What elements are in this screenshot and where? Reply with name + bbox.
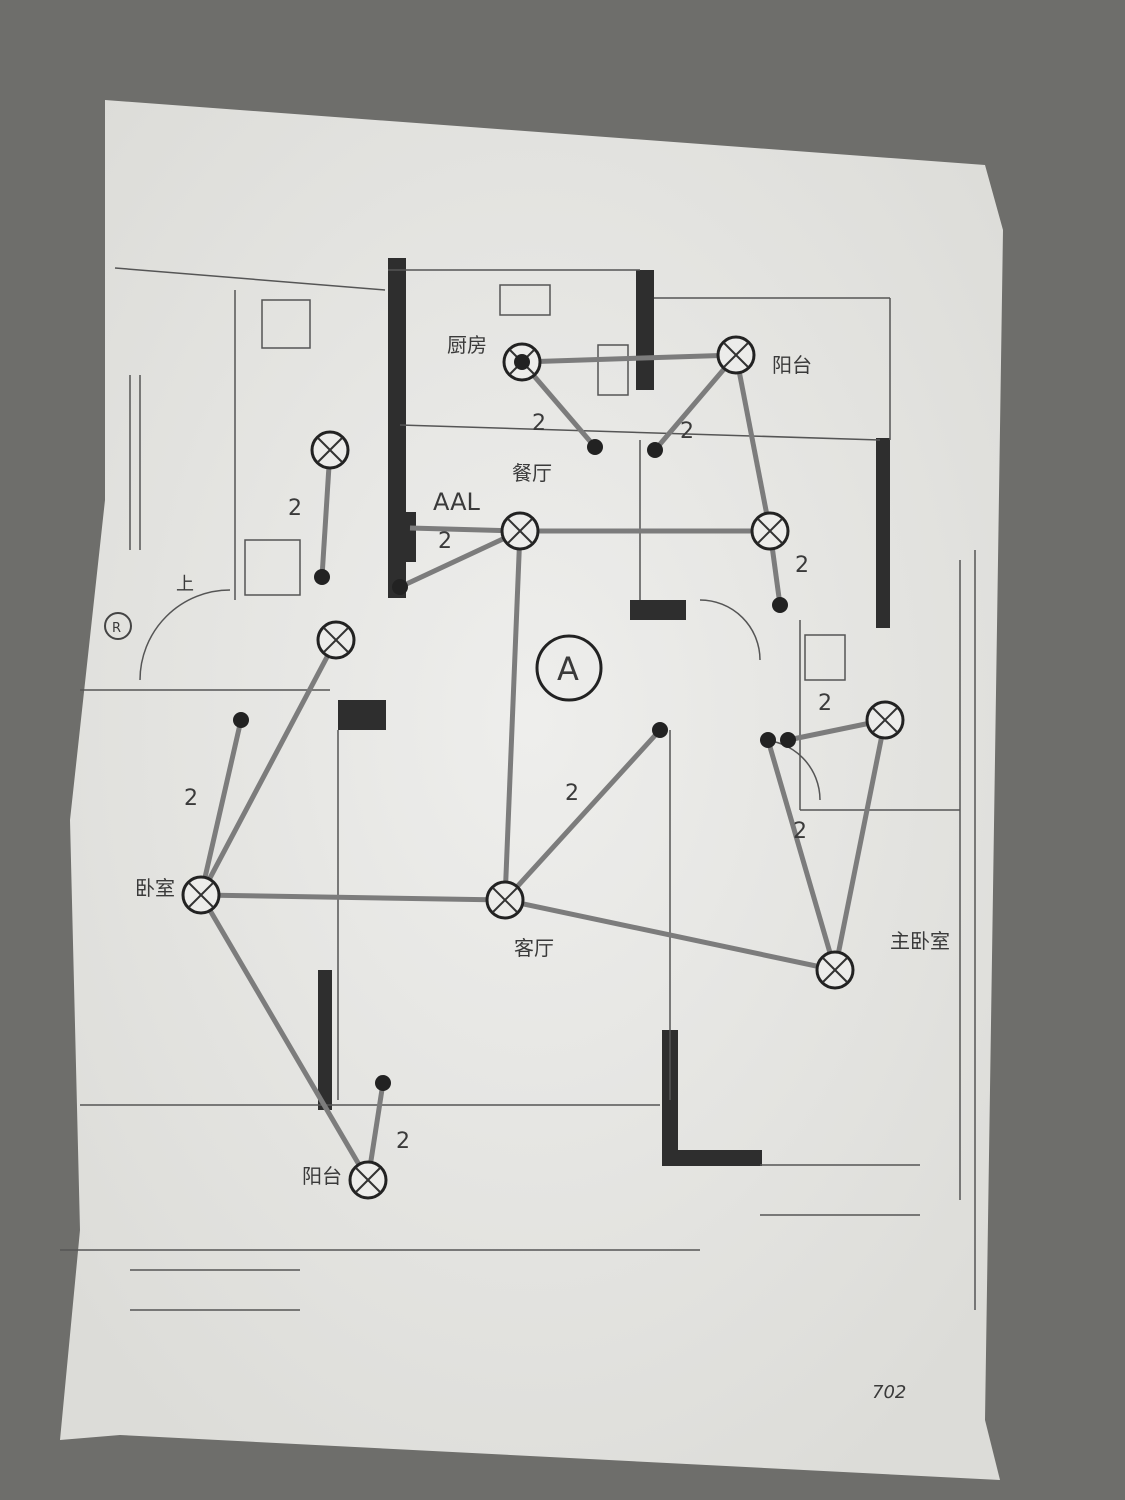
ceiling-light-icon [865, 700, 905, 740]
wire-count-label: 2 [680, 419, 694, 444]
ceiling-light-icon [310, 430, 350, 470]
switch-icon [652, 722, 668, 738]
unit-marker-circle [535, 634, 603, 702]
room-label-master-bedroom: 主卧室 [890, 929, 950, 953]
room-label-living: 客厅 [514, 936, 554, 960]
room-label-kitchen: 厨房 [447, 333, 487, 357]
wire-count-label: 2 [396, 1129, 410, 1154]
ceiling-light-icon [500, 511, 540, 551]
wire-count-label: 2 [438, 529, 452, 554]
ceiling-light-icon [181, 875, 221, 915]
unit-marker-label: A [557, 650, 579, 688]
wire-run [398, 528, 522, 590]
wire-count-label: 2 [532, 411, 546, 436]
wire-count-label: 2 [818, 691, 832, 716]
ceiling-light-icon [815, 950, 855, 990]
wire-count-label: 2 [795, 553, 809, 578]
wire-run [198, 638, 339, 897]
wire-run [653, 353, 738, 452]
wire-run [198, 893, 371, 1182]
room-label-dining: 餐厅 [512, 461, 552, 485]
stair-label: 上 [176, 574, 194, 595]
room-label-balcony-north: 阳台 [772, 353, 812, 377]
switch-icon [760, 732, 776, 748]
handwritten-note: 702 [872, 1382, 906, 1403]
switch-icon [780, 732, 796, 748]
wire-run [319, 449, 333, 578]
wire-run [765, 739, 838, 971]
wire-run [832, 719, 888, 971]
wire-run [504, 897, 836, 973]
switch-icon [647, 442, 663, 458]
walls [60, 258, 976, 1311]
ceiling-light-icon [316, 620, 356, 660]
wire-count-label: 2 [184, 786, 198, 811]
room-label-bedroom: 卧室 [135, 876, 175, 900]
wire-run [521, 352, 737, 365]
ceiling-light-icon [716, 335, 756, 375]
wire-run [502, 530, 523, 901]
ceiling-light-icon [750, 511, 790, 551]
ceiling-light-icon [485, 880, 525, 920]
wire-count-label: 2 [565, 781, 579, 806]
ceiling-light-icon [348, 1160, 388, 1200]
room-label-balcony-south: 阳台 [302, 1164, 342, 1188]
switch-icon [587, 439, 603, 455]
wire-run [503, 728, 662, 902]
panel-label: AAL [433, 488, 481, 516]
switch-icon [392, 579, 408, 595]
paper-sheet [60, 100, 1003, 1480]
switch-icon [375, 1075, 391, 1091]
wire-count-label: 2 [793, 819, 807, 844]
switch-icon [233, 712, 249, 728]
wire-run [198, 719, 244, 896]
meter-label: R [112, 621, 121, 636]
meter-symbol [104, 612, 132, 640]
wire-count-label: 2 [288, 496, 302, 521]
switch-icon [772, 597, 788, 613]
ceiling-light-icon [502, 342, 542, 382]
wire-run [733, 354, 773, 532]
wire-run [200, 892, 506, 903]
switch-icon [314, 569, 330, 585]
